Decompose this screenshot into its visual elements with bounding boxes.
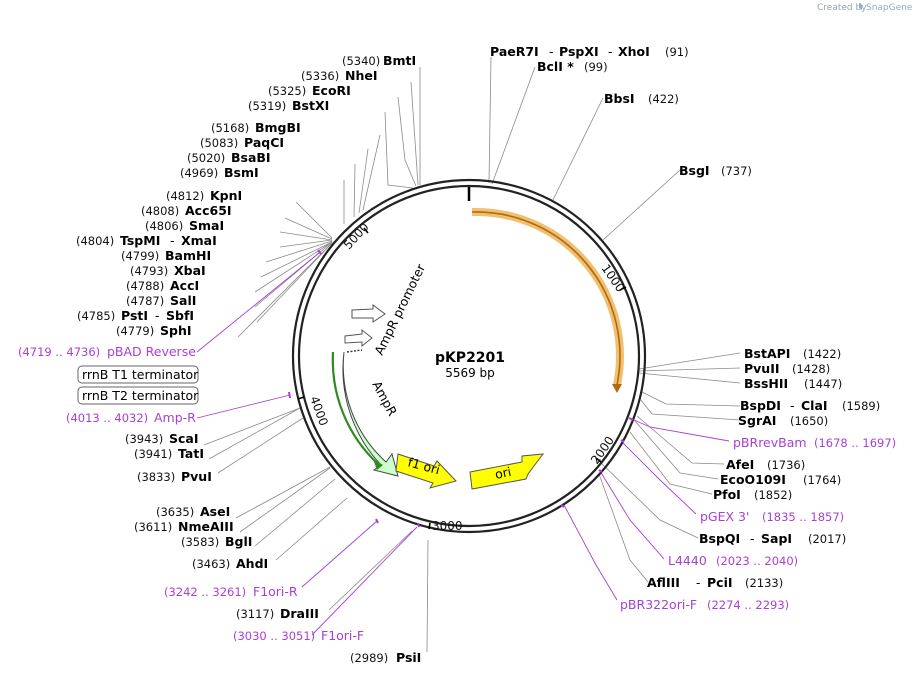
- credit-created-by: Created by: [817, 3, 867, 13]
- svg-text:(4799)BamHI: (4799)BamHI: [121, 248, 211, 263]
- highlight-arc-line: [471, 211, 621, 386]
- ampr-arrow: [342, 351, 399, 477]
- backbone-inner: [297, 184, 641, 528]
- svg-text:BspDI-ClaI(1589): BspDI-ClaI(1589): [740, 398, 880, 413]
- credit-brand: SnapGene: [866, 3, 913, 13]
- snapgene-logo-icon: [859, 3, 862, 10]
- left-enzyme-labels: (5340)BmtI (5336)NheI (5325)EcoRI (5319)…: [76, 53, 421, 665]
- plasmid-size: 5569 bp: [445, 366, 495, 380]
- svg-text:(4788)AccI: (4788)AccI: [126, 278, 199, 293]
- ampr-promoter-dashes: [346, 349, 363, 353]
- tick-label-4000: 4000: [307, 394, 331, 427]
- backbone-outer: [291, 178, 647, 534]
- svg-text:(5319)BstXI: (5319)BstXI: [248, 98, 329, 113]
- svg-text:(4793)XbaI: (4793)XbaI: [130, 263, 206, 278]
- highlight-arc-arrowhead: [612, 384, 622, 393]
- ori-label: ori: [494, 464, 513, 482]
- svg-text:PaeR7I-PspXI-XhoI(91): PaeR7I-PspXI-XhoI(91): [490, 44, 689, 59]
- svg-text:(5340)BmtI: (5340)BmtI: [342, 53, 416, 68]
- svg-text:BstAPI(1422): BstAPI(1422): [744, 346, 841, 361]
- svg-text:(2989)PsiI: (2989)PsiI: [350, 650, 421, 665]
- svg-text:pGEX 3'(1835 .. 1857): pGEX 3'(1835 .. 1857): [700, 509, 844, 524]
- ampr-promoter-arrow: [351, 304, 386, 323]
- plasmid-name: pKP2201: [435, 350, 505, 366]
- svg-text:BbsI(422): BbsI(422): [604, 91, 679, 106]
- svg-text:(5325)EcoRI: (5325)EcoRI: [268, 83, 351, 98]
- ampr-label: AmpR: [369, 378, 400, 418]
- ampr-promoter-label: AmpR promoter: [371, 261, 428, 358]
- svg-text:(3943)ScaI: (3943)ScaI: [125, 431, 199, 446]
- ampr-outer-arrowhead: [373, 459, 383, 470]
- svg-text:AfeI(1736): AfeI(1736): [726, 457, 805, 472]
- svg-text:(3117)DraIII: (3117)DraIII: [236, 606, 319, 621]
- svg-text:(3030 .. 3051)F1ori-F: (3030 .. 3051)F1ori-F: [233, 628, 364, 643]
- tick-marks: [297, 227, 627, 530]
- ori-arrow: [469, 453, 545, 490]
- svg-text:(3611)NmeAIII: (3611)NmeAIII: [134, 519, 234, 534]
- svg-text:BclI *(99): BclI *(99): [537, 59, 608, 74]
- primer-callout-lines: [196, 252, 730, 636]
- ampr-outer-line: [331, 351, 379, 465]
- svg-text:(4787)SalI: (4787)SalI: [126, 293, 196, 308]
- svg-text:PvuII(1428): PvuII(1428): [744, 361, 830, 376]
- svg-text:(4812)KpnI: (4812)KpnI: [166, 188, 242, 203]
- primer-site-marks: [288, 249, 634, 528]
- svg-text:(5083)PaqCI: (5083)PaqCI: [200, 135, 284, 150]
- svg-text:pBR322ori-F(2274 .. 2293): pBR322ori-F(2274 .. 2293): [620, 597, 789, 612]
- svg-text:BssHII(1447): BssHII(1447): [744, 376, 842, 391]
- tick-label-2000: 2000: [588, 434, 617, 467]
- svg-text:(3583)BglI: (3583)BglI: [181, 534, 252, 549]
- svg-text:(3463)AhdI: (3463)AhdI: [192, 556, 268, 571]
- svg-text:(4969)BsmI: (4969)BsmI: [180, 165, 259, 180]
- svg-text:(3941)TatI: (3941)TatI: [134, 446, 204, 461]
- svg-text:(4719 .. 4736)pBAD Reverse: (4719 .. 4736)pBAD Reverse: [18, 344, 196, 359]
- svg-text:(5020)BsaBI: (5020)BsaBI: [187, 150, 271, 165]
- svg-text:PfoI(1852): PfoI(1852): [713, 487, 792, 502]
- primer-labels: (4719 .. 4736)pBAD Reverse (4013 .. 4032…: [18, 344, 896, 643]
- tick-label-3000: 3000: [432, 519, 463, 533]
- svg-text:BsgI(737): BsgI(737): [679, 163, 752, 178]
- svg-text:(4804)TspMI-XmaI: (4804)TspMI-XmaI: [76, 233, 217, 248]
- svg-text:(4785)PstI-SbfI: (4785)PstI-SbfI: [77, 308, 194, 323]
- enzyme-callout-lines: [203, 56, 741, 653]
- svg-text:(4013 .. 4032)Amp-R: (4013 .. 4032)Amp-R: [66, 410, 196, 425]
- svg-text:(3833)PvuI: (3833)PvuI: [137, 469, 212, 484]
- right-enzyme-labels: PaeR7I-PspXI-XhoI(91) BclI *(99) BbsI(42…: [490, 44, 880, 590]
- svg-text:(5336)NheI: (5336)NheI: [301, 68, 378, 83]
- svg-text:L4440(2023 .. 2040): L4440(2023 .. 2040): [668, 553, 798, 568]
- tick-label-5000: 5000: [341, 220, 372, 252]
- svg-text:(3242 .. 3261)F1ori-R: (3242 .. 3261)F1ori-R: [164, 584, 298, 599]
- svg-text:(3635)AseI: (3635)AseI: [156, 504, 230, 519]
- svg-text:SgrAI(1650): SgrAI(1650): [738, 413, 828, 428]
- svg-text:BspQI-SapI(2017): BspQI-SapI(2017): [699, 531, 846, 546]
- terminator-label-2: rrnB T2 terminator: [82, 388, 199, 403]
- terminator-box-1: rrnB T1 terminator: [77, 365, 199, 384]
- svg-text:(5168)BmgBI: (5168)BmgBI: [211, 120, 301, 135]
- terminator-box-2: rrnB T2 terminator: [77, 386, 199, 405]
- svg-text:(4806)SmaI: (4806)SmaI: [145, 218, 224, 233]
- svg-text:(4779)SphI: (4779)SphI: [116, 323, 192, 338]
- svg-text:pBRrevBam(1678 .. 1697): pBRrevBam(1678 .. 1697): [733, 435, 896, 450]
- terminator-label-1: rrnB T1 terminator: [82, 367, 199, 382]
- ampr-promoter-arrow-2: [344, 328, 373, 348]
- svg-text:EcoO109I(1764): EcoO109I(1764): [720, 472, 841, 487]
- svg-text:AflIII-PciI(2133): AflIII-PciI(2133): [647, 575, 783, 590]
- f1ori-arrow: [395, 453, 457, 489]
- svg-text:(4808)Acc65I: (4808)Acc65I: [141, 203, 232, 218]
